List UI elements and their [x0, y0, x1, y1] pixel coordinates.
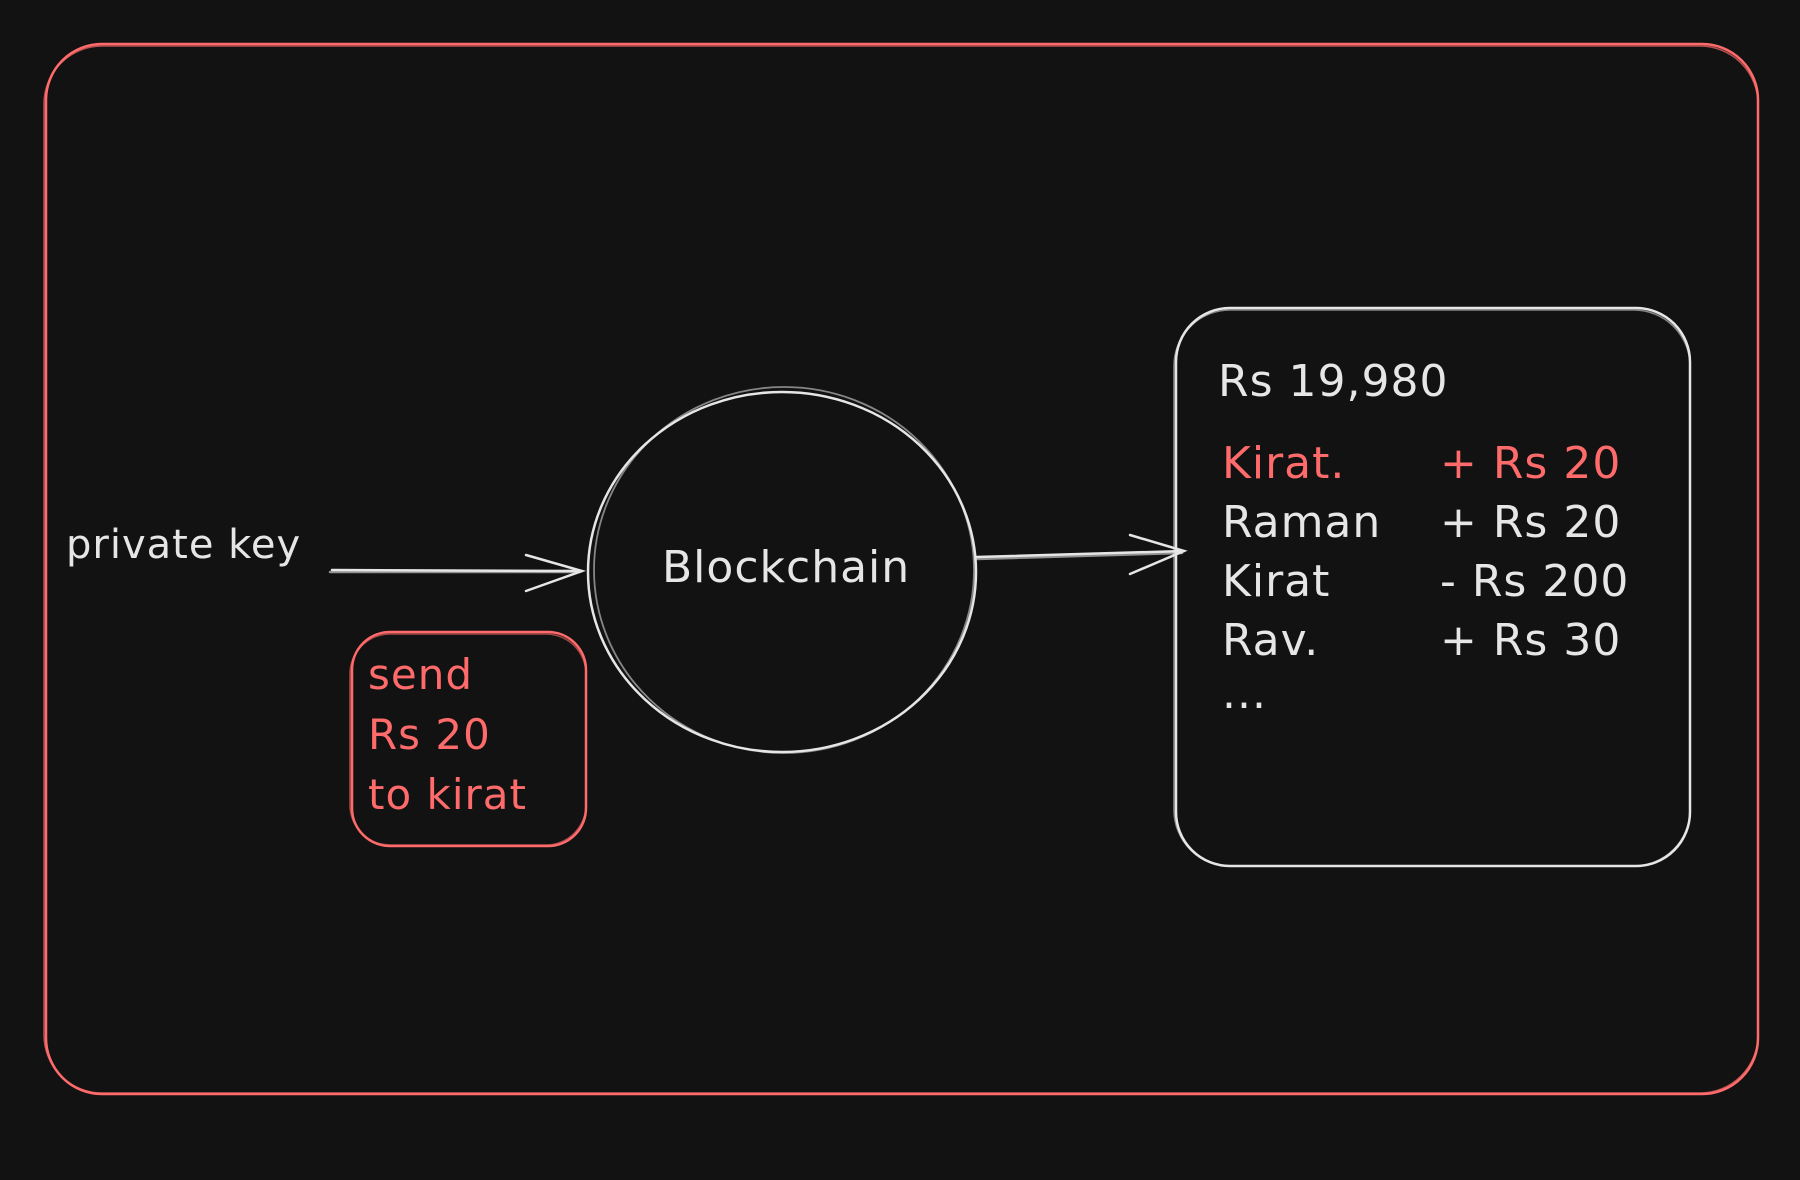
input-arrow [328, 553, 587, 593]
ledger-row: Raman + Rs 20 [1222, 493, 1682, 552]
transaction-note-line: Rs 20 [368, 710, 491, 759]
ledger-ellipsis: ... [1222, 668, 1267, 719]
ledger-amount: + Rs 20 [1440, 438, 1622, 489]
ledger-name: Kirat. [1222, 438, 1346, 489]
private-key-label: private key [66, 522, 302, 568]
blockchain-node [586, 386, 978, 754]
transaction-note-line: send [368, 650, 474, 699]
ledger-row: Kirat - Rs 200 [1222, 552, 1682, 611]
ledger-name: Raman [1222, 497, 1382, 548]
ledger-name: Rav. [1222, 615, 1320, 666]
ledger-amount: + Rs 30 [1440, 615, 1622, 666]
blockchain-label: Blockchain [662, 542, 911, 593]
ledger-amount: + Rs 20 [1440, 497, 1622, 548]
ledger-amount: - Rs 200 [1440, 556, 1630, 607]
transaction-note-line: to kirat [368, 770, 527, 819]
output-arrow [975, 533, 1188, 576]
ledger-panel-box [1173, 306, 1692, 868]
outer-frame-sketch [43, 45, 1759, 1094]
transaction-note-box [349, 630, 588, 848]
balance-label: Rs 19,980 [1218, 356, 1449, 407]
ledger-name: Kirat [1222, 556, 1331, 607]
ledger-row: Rav. + Rs 30 [1222, 611, 1682, 670]
ledger-list: Kirat. + Rs 20 Raman + Rs 20 Kirat - Rs … [1222, 434, 1682, 670]
transaction-note: send Rs 20 to kirat [368, 645, 588, 825]
ledger-row: Kirat. + Rs 20 [1222, 434, 1682, 493]
